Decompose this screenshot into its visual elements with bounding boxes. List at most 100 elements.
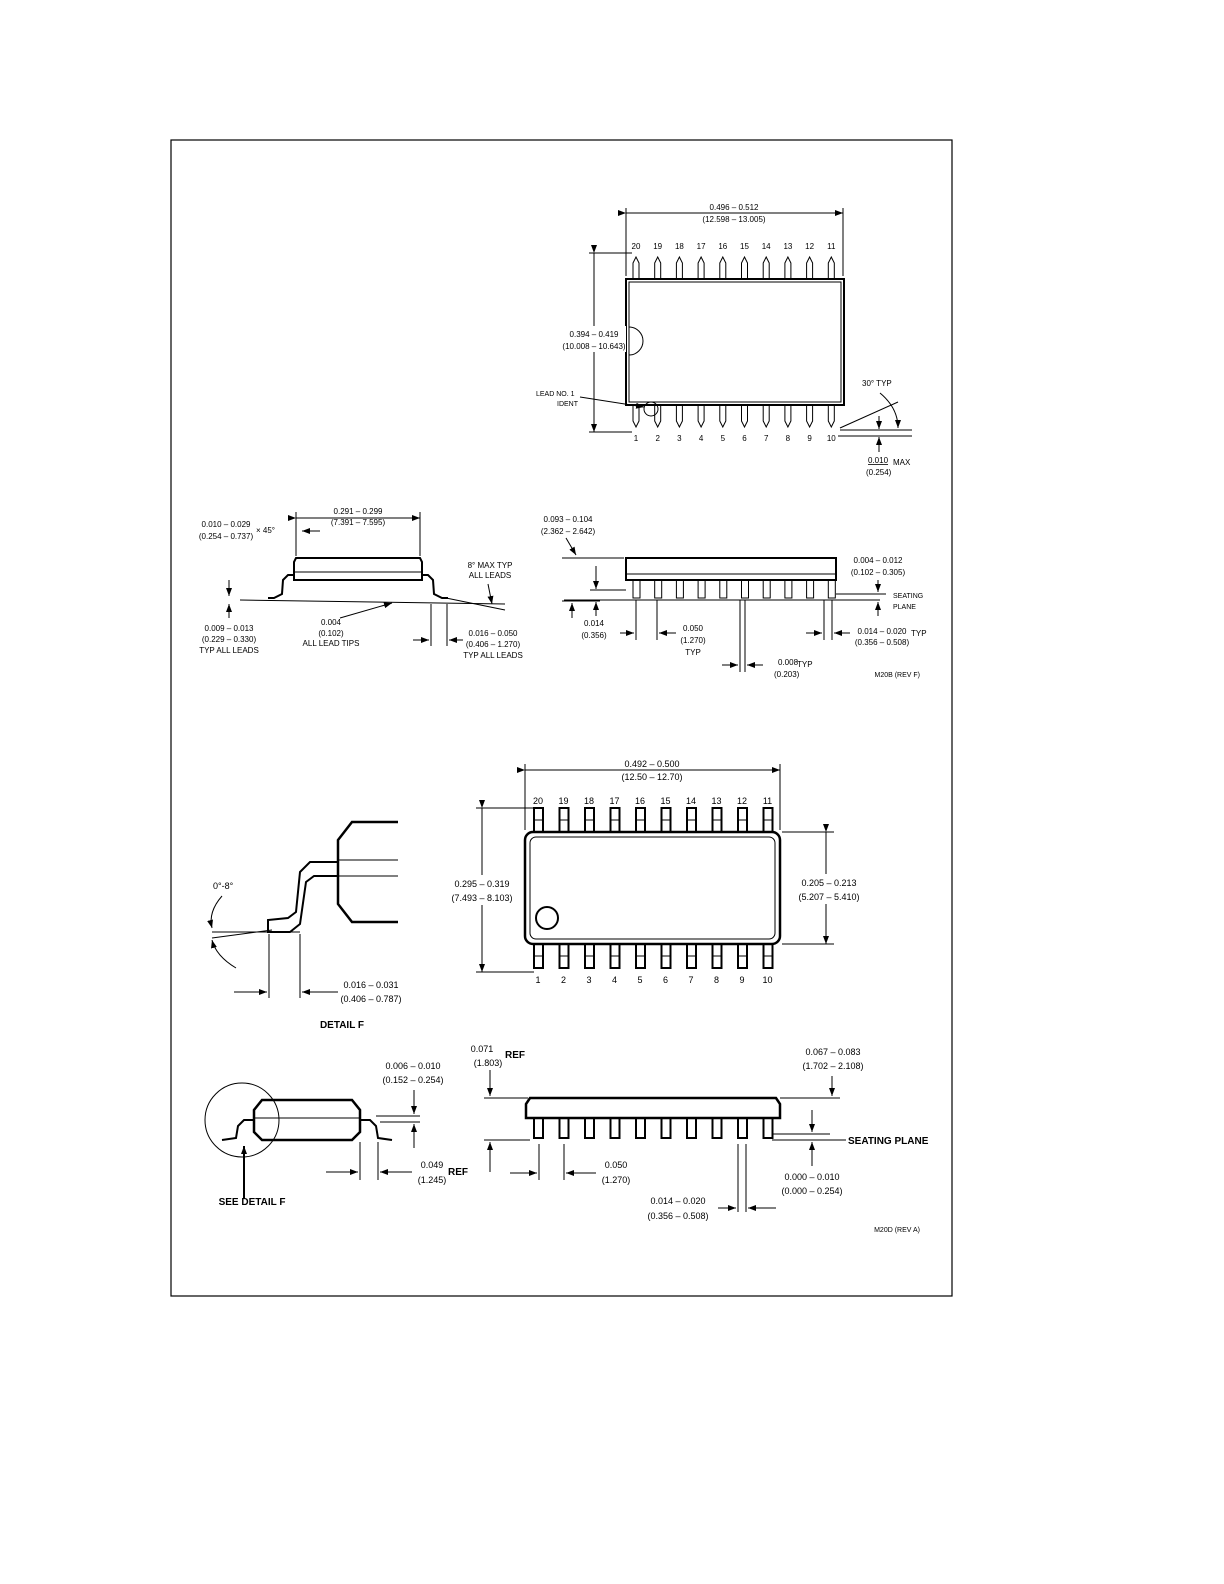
package-body-outline: [625, 278, 845, 406]
side-view-end-m20d: SEE DETAIL F 0.006 – 0.010 (0.152 – 0.25…: [204, 1061, 468, 1208]
max8-arrow: [487, 583, 494, 605]
top-lead-15: [741, 255, 748, 279]
angle-arc: [879, 392, 901, 429]
m20d-h-mm: (1.803): [474, 1058, 503, 1068]
m20d-pin1-dot: [535, 906, 559, 930]
m20d-bottom-pin-label-7: 7: [688, 975, 693, 985]
bottom-lead-1: [632, 405, 640, 429]
top-lead-16: [719, 255, 727, 279]
end-body: [293, 557, 423, 581]
top-lead-17: [697, 255, 705, 279]
bottom-pin-label-10: 10: [827, 434, 836, 443]
m20d-bottom-pin-label-1: 1: [535, 975, 540, 985]
m20d-front-lead: [762, 1117, 774, 1139]
bottom-pin-label-5: 5: [721, 434, 726, 443]
angle-line-1: [839, 401, 899, 429]
lead-in: 0.014: [584, 619, 605, 628]
height-arrow: [565, 537, 577, 556]
top-lead-12: [806, 255, 814, 279]
lead-mm: (0.356): [581, 631, 607, 640]
top-pin-label-17: 17: [697, 242, 706, 251]
m20d-stand-in: 0.000 – 0.010: [784, 1172, 839, 1182]
max8-angle: [445, 597, 506, 611]
m20d-front-lead: [584, 1117, 595, 1139]
m20d-body-inner: [529, 836, 776, 940]
side-view-front-m20b: 0.093 – 0.104 (2.362 – 2.642) 0.014 (0.3…: [541, 515, 927, 679]
m20d-front-lead: [686, 1117, 697, 1139]
max-in: 0.010: [868, 456, 889, 465]
tips-mm: (0.102): [318, 629, 344, 638]
gap-mm: (0.203): [774, 670, 800, 679]
m20d-bottom-pin-label-2: 2: [561, 975, 566, 985]
pin1-notch: [628, 326, 644, 356]
m20d-length-in: 0.492 – 0.500: [624, 759, 679, 769]
front-lead: [654, 579, 663, 599]
width-label-bg: [560, 326, 626, 352]
top-pin-label-20: 20: [632, 242, 641, 251]
m20d-bottom-pin-label-5: 5: [637, 975, 642, 985]
m20d-top-pin-label-17: 17: [609, 796, 619, 806]
lead1-label-1: LEAD NO. 1: [536, 391, 575, 398]
detail-foot-in: 0.016 – 0.031: [343, 980, 398, 990]
m20d-top-pin-label-19: 19: [558, 796, 568, 806]
end-width-mm: (7.391 – 7.595): [331, 518, 386, 527]
m20d-bottom-pin-label-3: 3: [586, 975, 591, 985]
gap-note: TYP: [797, 660, 813, 669]
front-lead: [741, 579, 749, 599]
detail-angle: 0°-8°: [213, 881, 234, 891]
front-lead: [806, 579, 815, 599]
m20d-width-mm: (7.493 – 8.103): [451, 893, 512, 903]
bottom-lead-2: [654, 405, 662, 429]
bottom-pin-label-1: 1: [634, 434, 639, 443]
m20d-lw-in: 0.014 – 0.020: [650, 1196, 705, 1206]
detail-circle: [204, 1082, 280, 1158]
detail-lead: [267, 861, 338, 933]
lw-mm: (0.356 – 0.508): [855, 638, 910, 647]
lead1-dot: [643, 401, 659, 417]
front-lead: [762, 579, 771, 599]
m20d-front-lead: [737, 1117, 748, 1139]
front-lead: [675, 579, 684, 599]
m20d-thick-in: 0.006 – 0.010: [385, 1061, 440, 1071]
pitch-note: TYP: [685, 648, 701, 657]
top-lead-13: [784, 255, 792, 279]
lead1-label-2: IDENT: [557, 401, 579, 408]
tips-in: 0.004: [321, 618, 342, 627]
chamfer-in: 0.010 – 0.029: [202, 520, 251, 529]
bottom-lead-10: [827, 405, 835, 429]
pitch-mm: (1.270): [680, 636, 706, 645]
m20d-top-pin-label-18: 18: [584, 796, 594, 806]
bottom-lead-4: [697, 405, 705, 429]
drawing-frame: [170, 139, 953, 1297]
m20d-bottom-pin-label-4: 4: [612, 975, 617, 985]
ref-m20d: M20D (REV A): [874, 1227, 920, 1234]
end-lead-left: [268, 574, 294, 599]
side-view-front-m20d: 0.071 REF (1.803) 0.067 – 0.083 (1.702 –…: [471, 1044, 929, 1234]
front-body: [625, 557, 837, 581]
top-lead-20: [632, 255, 640, 279]
see-detail-text: SEE DETAIL F: [219, 1197, 286, 1208]
front-leads: [632, 579, 836, 599]
front-lead: [827, 579, 836, 599]
m20d-front-lead: [558, 1117, 570, 1139]
m20d-front-lead: [635, 1117, 646, 1139]
max8-2: ALL LEADS: [469, 571, 511, 580]
top-lead-18: [675, 255, 683, 279]
end-lead-right: [422, 574, 448, 599]
side-view-end-m20b: 0.291 – 0.299 (7.391 – 7.595) 0.010 – 0.…: [199, 507, 523, 660]
max-suffix: MAX: [893, 458, 911, 467]
ref-m20b: M20B (REV F): [874, 672, 920, 679]
top-pin-label-18: 18: [675, 242, 684, 251]
m20d-front-lead: [609, 1117, 621, 1139]
lead1-leader: [579, 396, 645, 409]
bottom-lead-7: [762, 405, 770, 429]
chamfer-mm: (0.254 – 0.737): [199, 532, 254, 541]
m20d-bottom-pin-label-8: 8: [714, 975, 719, 985]
m20d-leads-lower: [533, 943, 774, 969]
m20d-top-pin-label-14: 14: [686, 796, 696, 806]
top-pin-label-14: 14: [762, 242, 771, 251]
